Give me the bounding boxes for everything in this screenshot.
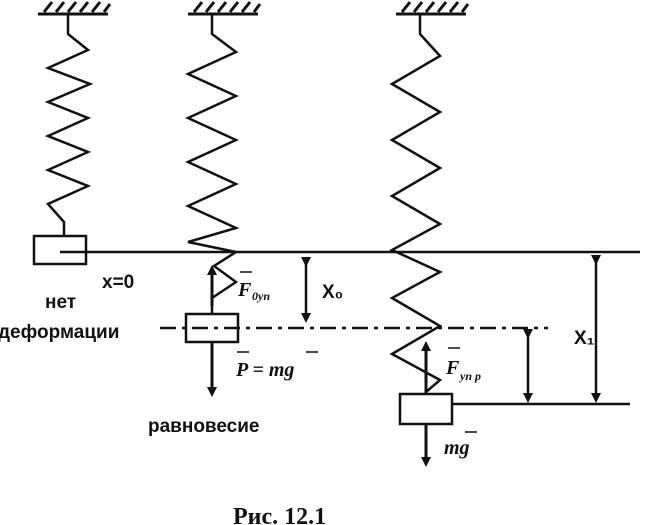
label-no-deformation-2: деформации (0, 322, 119, 343)
spring-unstretched (44, 14, 94, 240)
label-mg: mg (444, 431, 477, 459)
ceiling-support-2 (188, 1, 262, 16)
svg-text:P = mg: P = mg (235, 359, 294, 381)
spring-stretched (389, 14, 443, 393)
label-equilibrium: равновесие (148, 416, 260, 437)
mass-stretched (398, 392, 454, 426)
label-f0-elastic: F 0уп (237, 271, 270, 303)
spring-equilibrium (184, 14, 240, 300)
svg-text:F: F (445, 357, 460, 379)
svg-text:mg: mg (444, 437, 470, 459)
ceiling-support-3 (396, 1, 470, 16)
label-x-zero: x=0 (102, 272, 134, 293)
ceiling-support-1 (38, 1, 112, 16)
svg-text:0уп: 0уп (252, 289, 270, 303)
label-x1: X₁ (574, 328, 595, 349)
label-weight: P = mg (235, 351, 318, 381)
label-x0: X₀ (322, 282, 343, 303)
figure-caption: Рис. 12.1 (233, 504, 326, 525)
mass-unstretched (32, 234, 88, 266)
label-no-deformation-1: нет (45, 292, 76, 313)
svg-text:уп р: уп р (458, 369, 481, 383)
label-f-elastic: F уп р (445, 347, 481, 383)
svg-text:F: F (237, 279, 252, 301)
